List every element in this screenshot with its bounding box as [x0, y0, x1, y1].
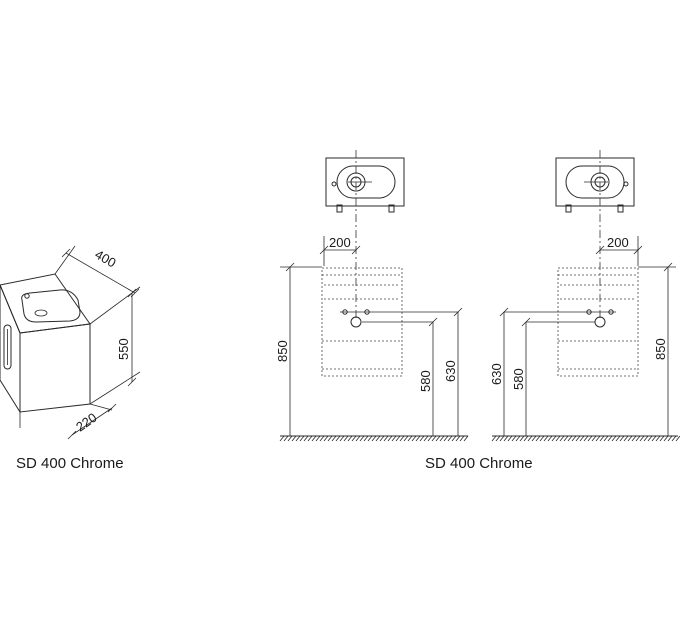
basin-top-view — [325, 157, 405, 213]
dimension-width: 400 — [54, 245, 141, 325]
total-height-label: 850 — [653, 338, 668, 360]
caption-left: SD 400 Chrome — [16, 455, 124, 472]
tap-hole — [623, 181, 629, 187]
width-label: 400 — [92, 247, 118, 271]
chrome-handle — [3, 324, 12, 370]
drain-offset-label: 200 — [329, 235, 351, 250]
tap-hole — [24, 293, 30, 299]
height-label: 550 — [116, 338, 131, 360]
dimension-pipe-high: 630 — [443, 307, 463, 436]
dimension-pipe-low: 580 — [511, 317, 531, 436]
dimension-total-height: 850 — [275, 262, 322, 436]
installation-view-left: 200 850 — [275, 150, 469, 442]
caption-right: SD 400 Chrome — [425, 455, 533, 472]
pipe-connections — [340, 309, 458, 328]
drain-offset-label: 200 — [607, 235, 629, 250]
pipe-high-label: 630 — [443, 360, 458, 382]
dimension-depth: 220 — [19, 403, 117, 440]
dimension-pipe-high: 630 — [489, 307, 509, 436]
floor-line — [279, 435, 469, 442]
isometric-cabinet: 400 550 220 — [0, 245, 141, 440]
pipe-low-label: 580 — [511, 368, 526, 390]
depth-label: 220 — [73, 410, 99, 435]
dimension-pipe-low: 580 — [418, 317, 438, 436]
dimension-total-height: 850 — [638, 262, 676, 436]
drain-hole — [34, 309, 48, 317]
floor-line — [491, 435, 680, 442]
dimension-drain-offset: 200 — [595, 235, 643, 266]
dimension-drain-offset: 200 — [319, 235, 361, 266]
cabinet-dashed-outline — [557, 267, 639, 377]
total-height-label: 850 — [275, 340, 290, 362]
basin-top-view — [555, 157, 635, 213]
installation-view-right: 200 630 580 — [489, 150, 680, 442]
basin-top — [21, 289, 81, 323]
pipe-connections — [504, 309, 616, 328]
tap-hole — [331, 181, 337, 187]
dimension-height: 550 — [89, 288, 141, 405]
pipe-low-label: 580 — [418, 370, 433, 392]
pipe-high-label: 630 — [489, 363, 504, 385]
